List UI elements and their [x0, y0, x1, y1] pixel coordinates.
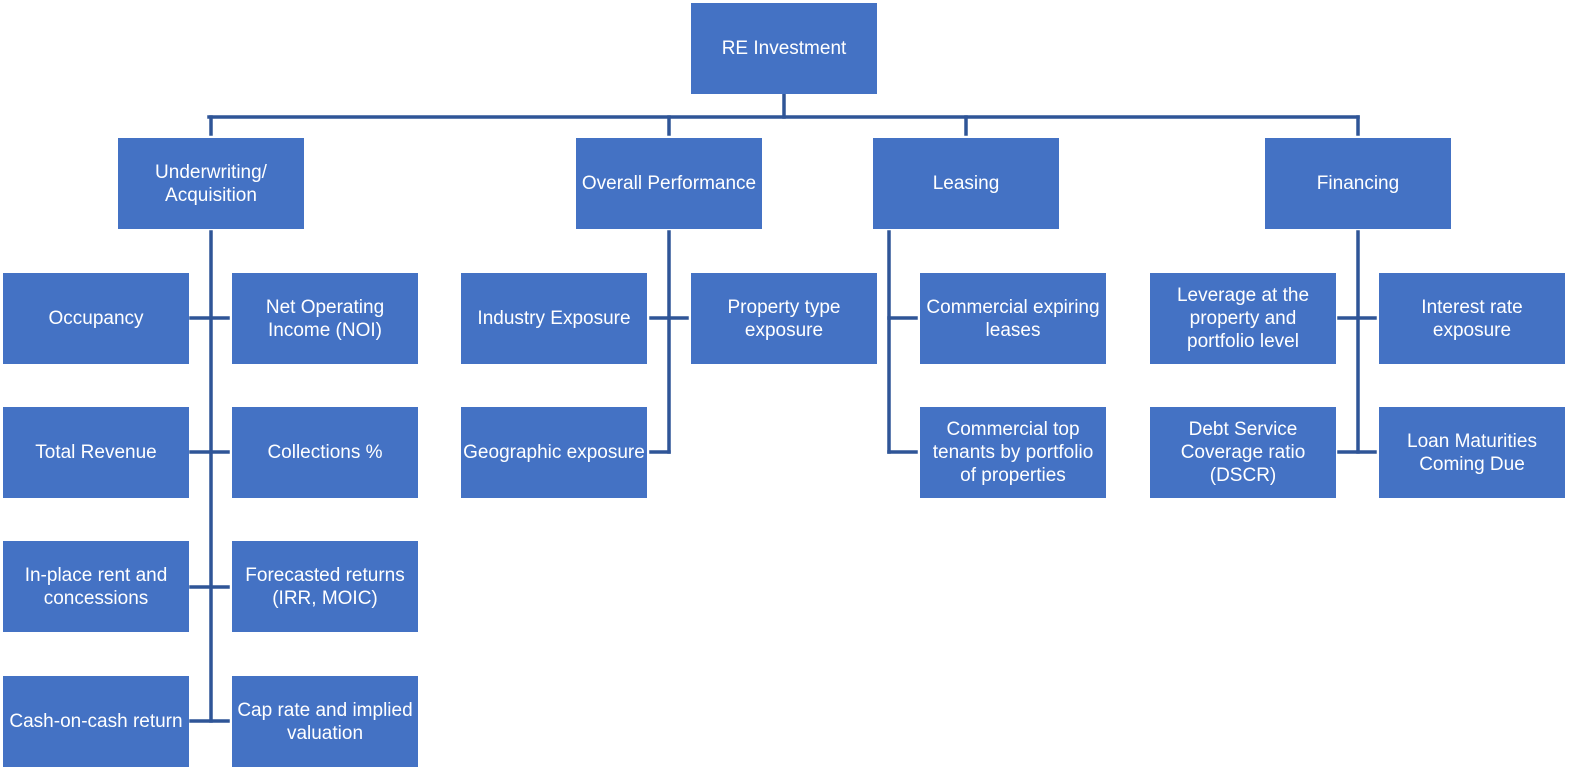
category-overall-performance: Overall Performance: [576, 138, 762, 229]
metric-forecasted-returns: Forecasted returns (IRR, MOIC): [232, 541, 418, 632]
metric-cap-rate: Cap rate and implied valuation: [232, 676, 418, 767]
root-node-re-investment: RE Investment: [691, 3, 877, 94]
metric-collections: Collections %: [232, 407, 418, 498]
category-leasing: Leasing: [873, 138, 1059, 229]
metric-dscr: Debt Service Coverage ratio (DSCR): [1150, 407, 1336, 498]
category-underwriting-acquisition: Underwriting/ Acquisition: [118, 138, 304, 229]
metric-property-type-exposure: Property type exposure: [691, 273, 877, 364]
metric-interest-rate-exposure: Interest rate exposure: [1379, 273, 1565, 364]
metric-net-operating-income: Net Operating Income (NOI): [232, 273, 418, 364]
category-financing: Financing: [1265, 138, 1451, 229]
metric-industry-exposure: Industry Exposure: [461, 273, 647, 364]
metric-occupancy: Occupancy: [3, 273, 189, 364]
metric-cash-on-cash-return: Cash-on-cash return: [3, 676, 189, 767]
metric-commercial-expiring-leases: Commercial expiring leases: [920, 273, 1106, 364]
metric-in-place-rent: In-place rent and concessions: [3, 541, 189, 632]
metric-total-revenue: Total Revenue: [3, 407, 189, 498]
metric-geographic-exposure: Geographic exposure: [461, 407, 647, 498]
metric-loan-maturities: Loan Maturities Coming Due: [1379, 407, 1565, 498]
metric-commercial-top-tenants: Commercial top tenants by portfolio of p…: [920, 407, 1106, 498]
metric-leverage: Leverage at the property and portfolio l…: [1150, 273, 1336, 364]
